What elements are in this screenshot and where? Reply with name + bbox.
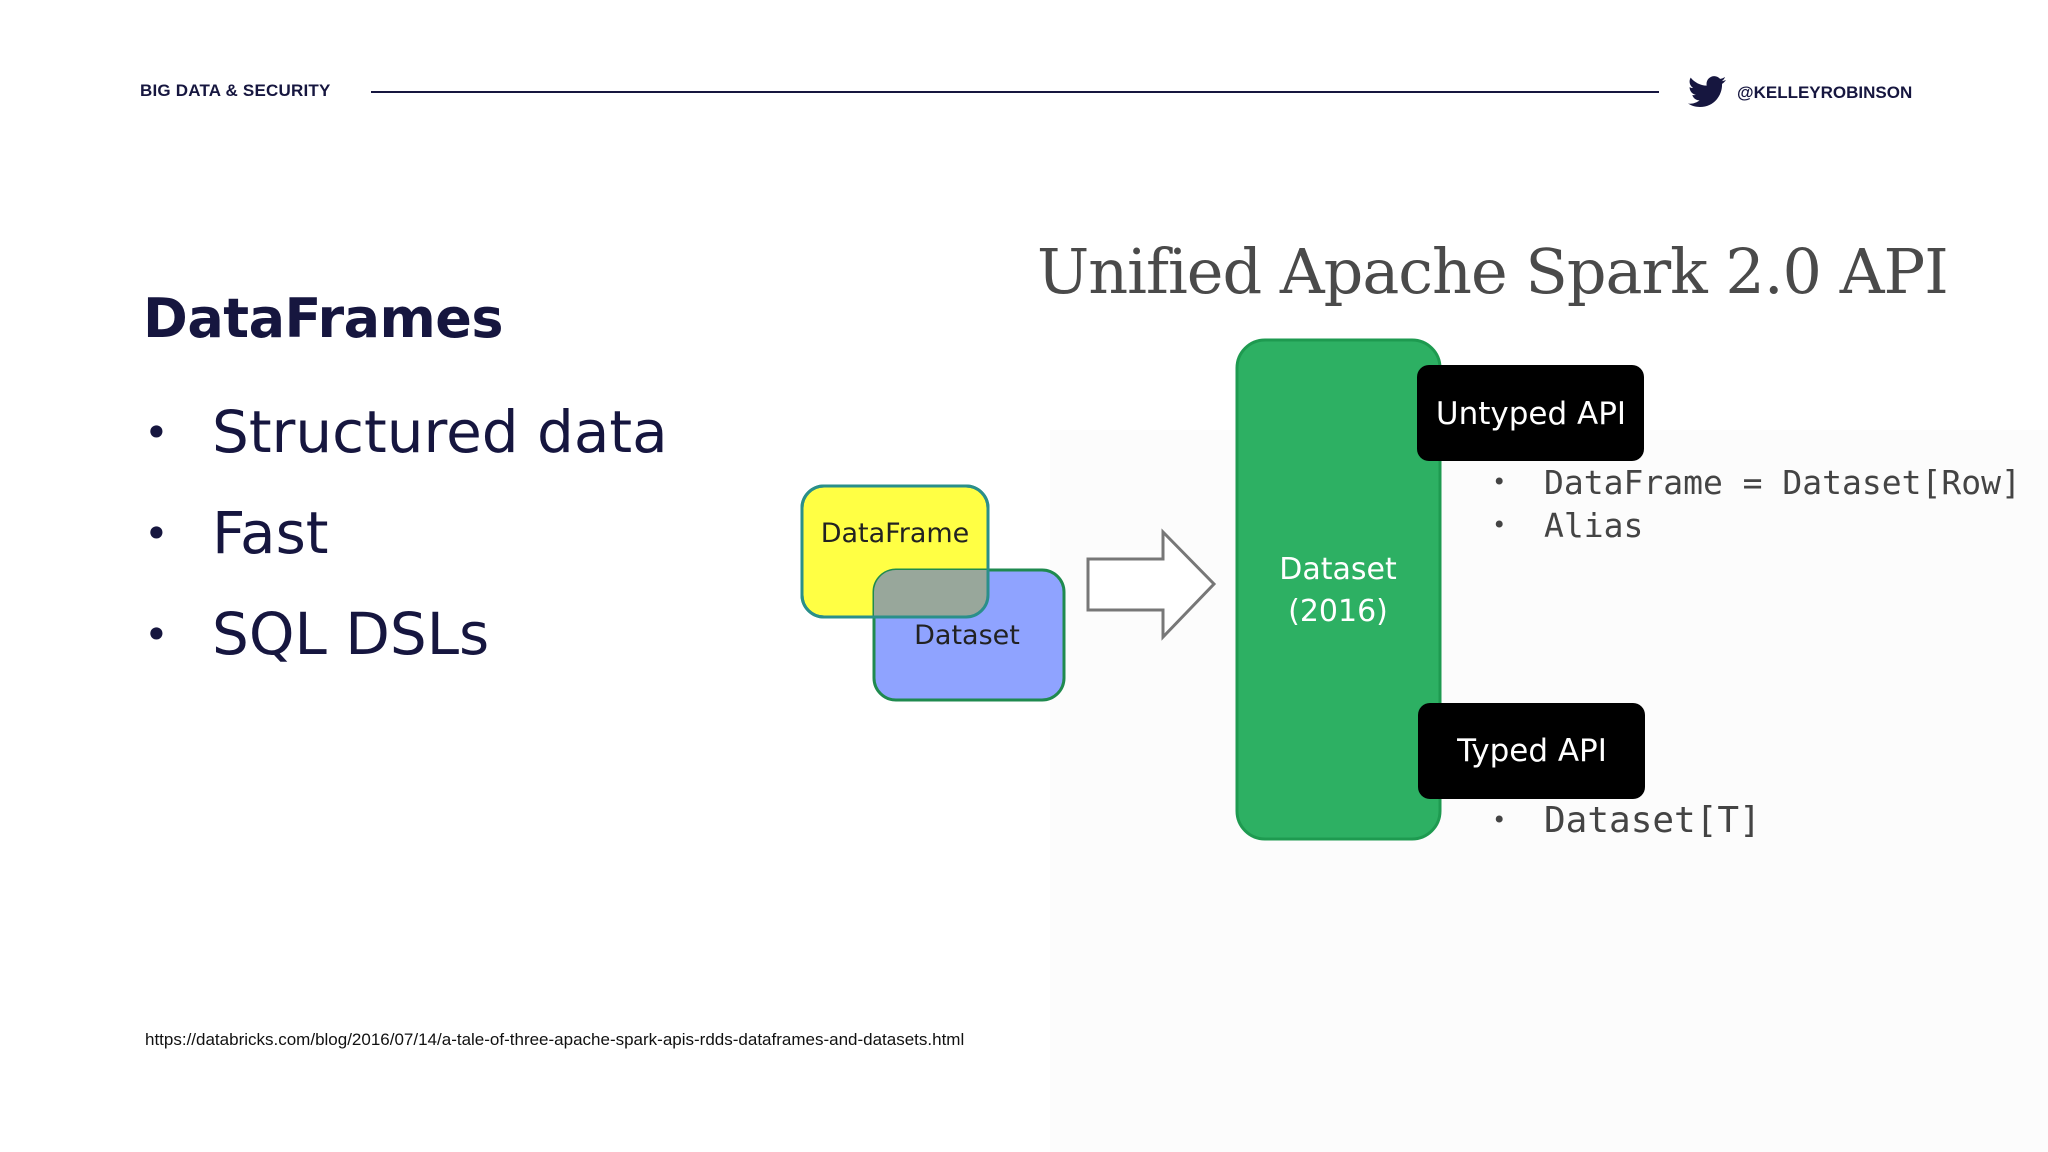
dataframe-label: DataFrame bbox=[821, 518, 970, 549]
spark-api-diagram: Unified Apache Spark 2.0 API DataFrame D… bbox=[770, 230, 2048, 1152]
dataset-label: Dataset bbox=[914, 620, 1020, 651]
source-link[interactable]: https://databricks.com/blog/2016/07/14/a… bbox=[145, 1030, 965, 1049]
dataset-pillar-line2: (2016) bbox=[1288, 594, 1388, 629]
untyped-api-list: •DataFrame = Dataset[Row] •Alias bbox=[1492, 463, 2021, 545]
header-label: BIG DATA & SECURITY bbox=[140, 81, 331, 100]
bullet-dot: • bbox=[144, 610, 169, 659]
bullet-dot: • bbox=[144, 408, 169, 457]
arrow-icon bbox=[1086, 528, 1217, 641]
typed-api-label: Typed API bbox=[1456, 733, 1607, 769]
header-rule bbox=[371, 91, 1659, 93]
list-item: •Alias bbox=[1492, 506, 1644, 545]
untyped-api-box bbox=[1417, 365, 1644, 461]
bullet-text: Fast bbox=[212, 499, 329, 567]
dataset-pillar-line1: Dataset bbox=[1279, 552, 1397, 587]
list-item: •Dataset[T] bbox=[1492, 800, 1761, 841]
typed-item-text: Dataset[T] bbox=[1544, 800, 1761, 841]
untyped-item-text: DataFrame = Dataset[Row] bbox=[1544, 463, 2021, 502]
bullet-dot: • bbox=[144, 509, 169, 558]
list-item: •DataFrame = Dataset[Row] bbox=[1492, 463, 2021, 502]
bullet-text: SQL DSLs bbox=[212, 600, 490, 668]
typed-api-box bbox=[1418, 703, 1645, 799]
diagram-title: Unified Apache Spark 2.0 API bbox=[1037, 235, 1949, 308]
dataset-pillar bbox=[1235, 338, 1442, 841]
slide-title: DataFrames bbox=[143, 287, 504, 350]
untyped-api-label: Untyped API bbox=[1436, 396, 1626, 432]
twitter-handle: @KELLEYROBINSON bbox=[1737, 83, 1913, 102]
overlap-region bbox=[874, 570, 988, 617]
diagram-shapes: DataFrame Dataset Dataset (2016) Untyped… bbox=[800, 338, 1645, 841]
untyped-item-text: Alias bbox=[1544, 506, 1644, 545]
bullet-text: Structured data bbox=[212, 398, 668, 466]
typed-api-list: •Dataset[T] bbox=[1492, 800, 1761, 841]
twitter-icon bbox=[1688, 76, 1726, 108]
